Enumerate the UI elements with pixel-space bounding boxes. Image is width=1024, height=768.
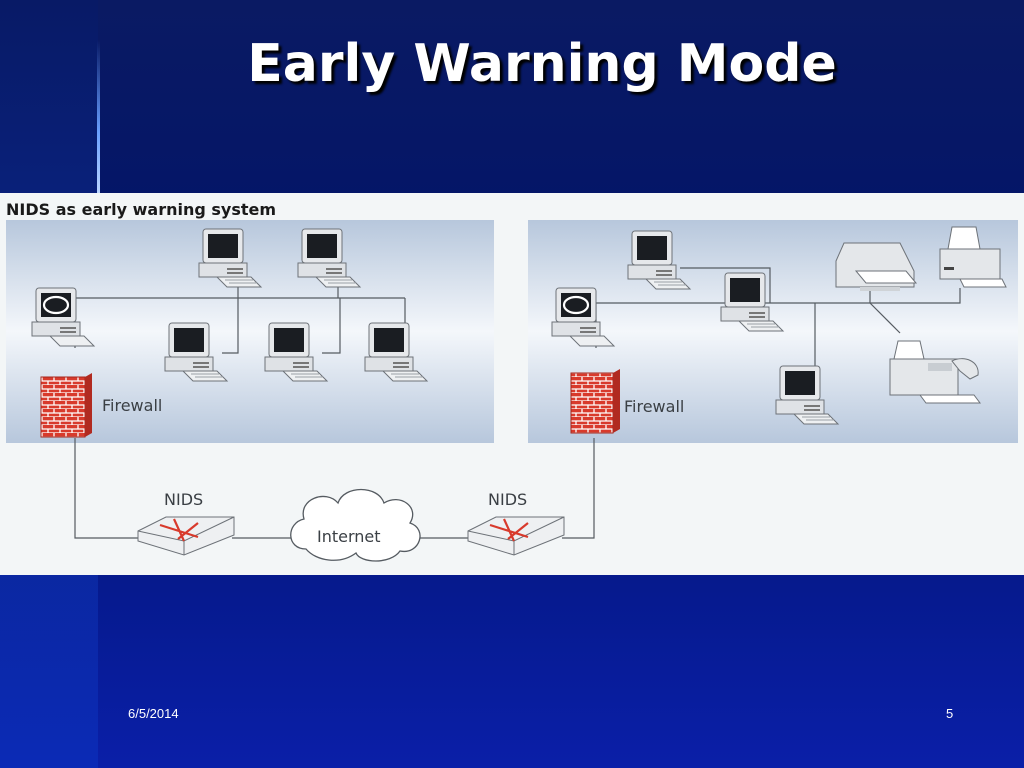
nids-label-left: NIDS	[164, 490, 203, 509]
firewall-label-left: Firewall	[102, 396, 162, 415]
fax-icon	[889, 340, 981, 404]
diagram-svg: NIDS as early warning system Firewall	[0, 193, 1024, 575]
printer-icon	[835, 242, 918, 291]
slide-date: 6/5/2014	[128, 706, 179, 721]
network-diagram: NIDS as early warning system Firewall	[0, 193, 1024, 575]
diagram-caption: NIDS as early warning system	[6, 200, 276, 219]
firewall-label-right: Firewall	[624, 397, 684, 416]
internet-label: Internet	[317, 527, 381, 546]
slide-number: 5	[946, 706, 954, 721]
cloud-icon	[290, 489, 421, 562]
nids-label-right: NIDS	[488, 490, 527, 509]
printer-icon	[939, 226, 1007, 288]
firewall-icon	[40, 373, 92, 438]
firewall-icon	[570, 369, 620, 434]
slide-title: Early Warning Mode	[247, 34, 837, 94]
accent-line	[97, 40, 100, 194]
